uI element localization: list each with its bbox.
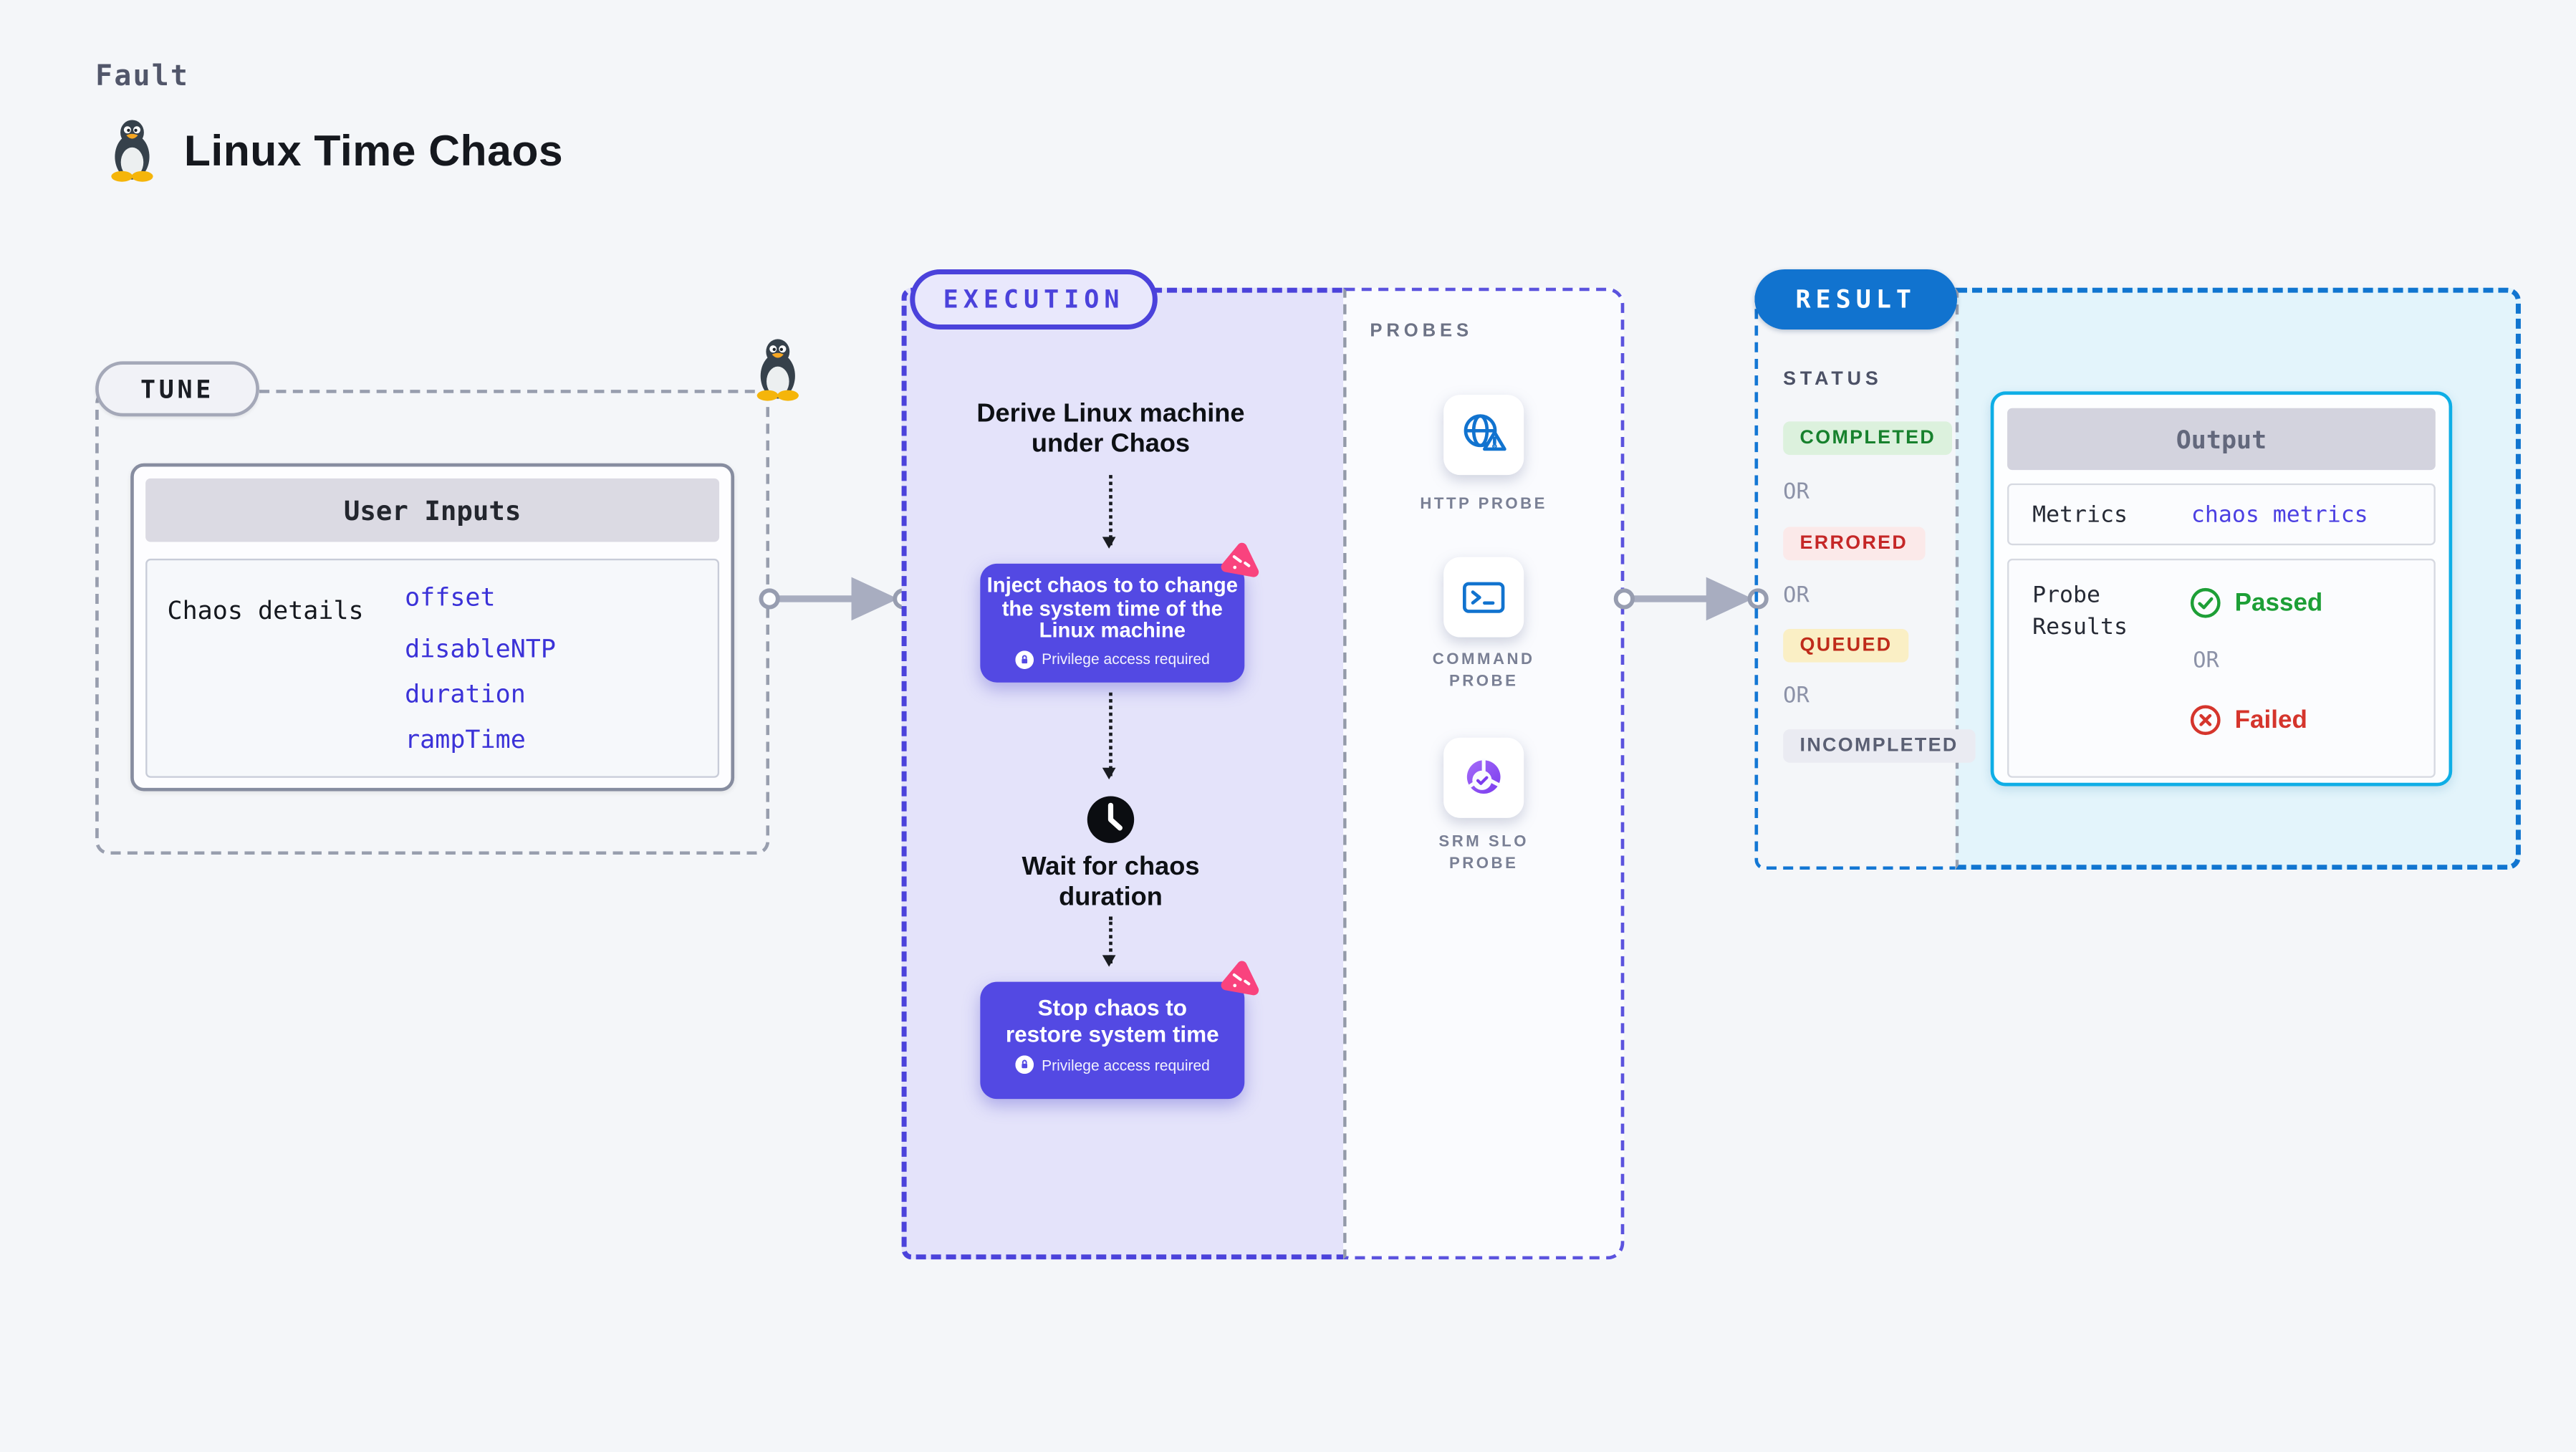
chaos-logo-icon (1218, 540, 1261, 584)
tune-pill: TUNE (95, 361, 259, 417)
metrics-row: Metrics chaos metrics (2007, 483, 2436, 546)
command-probe-card (1443, 557, 1524, 638)
chaos-details-label: Chaos details (167, 595, 364, 626)
status-badge-errored: ERRORED (1783, 527, 1925, 561)
inject-chaos-step: Inject chaos to to change the system tim… (980, 563, 1245, 683)
chaos-logo-icon (1218, 958, 1261, 1002)
globe-alert-icon (1464, 414, 1506, 451)
or-separator: OR (1783, 684, 1810, 710)
fault-kicker: Fault (95, 60, 190, 94)
input-value-offset: offset (405, 582, 496, 612)
result-pill: RESULT (1754, 269, 1958, 330)
or-separator: OR (2193, 649, 2219, 675)
lock-icon (1014, 650, 1034, 668)
flow-arrow-down-1 (1102, 475, 1116, 549)
stop-chaos-step: Stop chaos to restore system time Privil… (980, 981, 1245, 1100)
or-separator: OR (1783, 583, 1810, 609)
passed-result: Passed (2190, 587, 2322, 619)
title-row: Linux Time Chaos (107, 117, 563, 183)
donut-check-icon (1466, 758, 1501, 794)
check-circle-icon (2190, 587, 2221, 618)
metrics-label: Metrics (2032, 501, 2128, 528)
execution-pill: EXECUTION (910, 269, 1158, 330)
tune-to-execution-arrow (756, 572, 916, 626)
privilege-badge: Privilege access required (980, 1055, 1244, 1074)
status-badge-completed: COMPLETED (1783, 421, 1953, 456)
input-value-ramptime: rampTime (405, 724, 526, 755)
or-separator: OR (1783, 480, 1810, 506)
srm-slo-probe-label: SRM SLO PROBE (1438, 832, 1529, 873)
http-probe-label: HTTP PROBE (1420, 495, 1548, 514)
page-title: Linux Time Chaos (183, 124, 564, 176)
srm-slo-probe-card (1443, 737, 1524, 818)
probe-results-row: Probe Results Passed OR Fai (2007, 558, 2436, 778)
terminal-icon (1463, 582, 1505, 613)
output-card: Output Metrics chaos metrics Probe Resul… (1990, 391, 2453, 787)
probe-results-label: Probe Results (2032, 582, 2128, 641)
user-inputs-body: Chaos details offset disableNTP duration… (145, 558, 720, 778)
status-badge-incompleted: INCOMPLETED (1783, 729, 1976, 763)
tune-section-box (95, 390, 770, 855)
status-label: STATUS (1783, 370, 1883, 390)
derive-step-label: Derive Linux machine under Chaos (976, 400, 1245, 458)
user-inputs-card: User Inputs Chaos details offset disable… (130, 463, 735, 792)
probes-label: PROBES (1370, 321, 1473, 342)
lock-icon (1014, 1055, 1034, 1074)
clock-icon (1087, 796, 1135, 843)
status-badge-queued: QUEUED (1783, 628, 1909, 663)
flow-arrow-down-3 (1102, 916, 1116, 967)
http-probe-card (1443, 395, 1524, 476)
wait-step-label: Wait for chaos duration (1022, 852, 1200, 911)
flow-arrow-down-2 (1102, 692, 1116, 780)
x-circle-icon (2190, 705, 2221, 736)
output-header: Output (2007, 408, 2436, 471)
privilege-badge: Privilege access required (980, 650, 1244, 668)
failed-result: Failed (2190, 704, 2307, 736)
tux-corner-icon (756, 339, 799, 401)
metrics-value: chaos metrics (2191, 501, 2368, 528)
input-value-disablentp: disableNTP (405, 633, 556, 665)
execution-to-result-arrow (1611, 572, 1772, 626)
tux-linux-icon (111, 120, 153, 182)
command-probe-label: COMMAND PROBE (1432, 650, 1535, 691)
user-inputs-header: User Inputs (145, 478, 720, 542)
input-value-duration: duration (405, 679, 526, 710)
